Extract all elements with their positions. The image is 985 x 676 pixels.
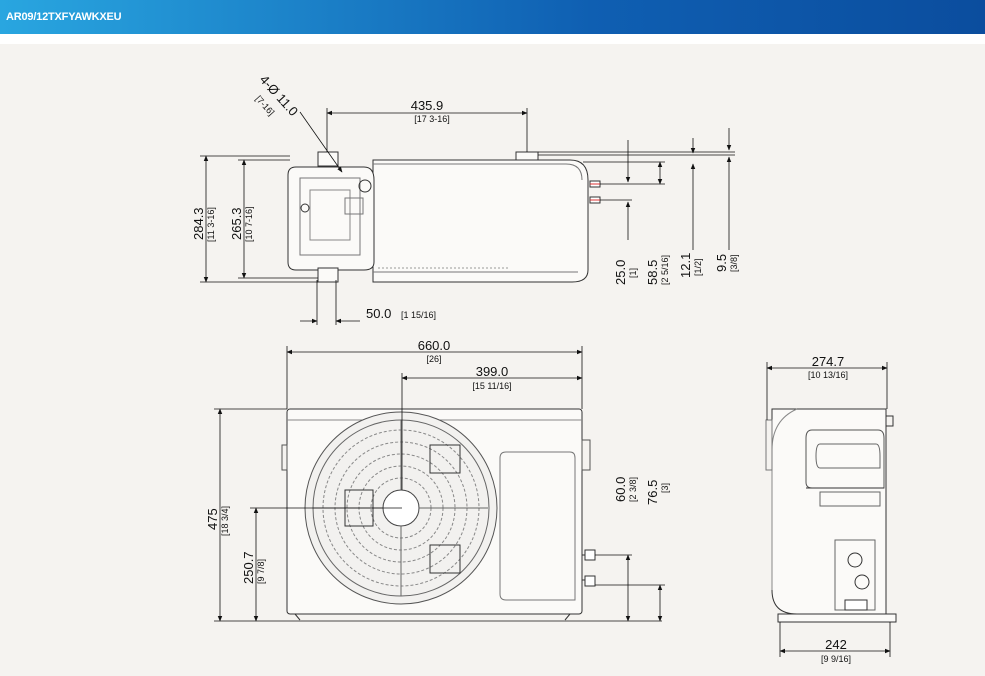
pipe-2-value: 76.5 — [645, 480, 660, 505]
top-height-outer-sub: [11 3-16] — [206, 207, 216, 242]
front-width-value: 660.0 — [418, 338, 451, 353]
pipe-2-sub: [3] — [660, 483, 670, 493]
pipe-1-value: 60.0 — [613, 477, 628, 502]
model-title: AR09/12TXFYAWKXEU — [6, 11, 122, 23]
side-depth-sub: [10 13/16] — [808, 370, 848, 380]
valve-2-sub: [2 5/16] — [660, 255, 670, 285]
valve-3-sub: [1/2] — [693, 258, 703, 276]
top-width-value: 435.9 — [411, 98, 444, 113]
front-height-value: 475 — [205, 508, 220, 530]
valve-1-sub: [1] — [628, 268, 638, 278]
valve-3-value: 12.1 — [678, 253, 693, 278]
front-view — [281, 408, 596, 621]
fan-center-x-sub: [15 11/16] — [472, 381, 511, 391]
side-base-value: 242 — [825, 637, 847, 652]
valve-2-value: 58.5 — [645, 260, 660, 285]
front-view-dimensions — [214, 346, 665, 622]
top-width-sub: [17 3-16] — [414, 114, 450, 124]
front-width-sub: [26] — [426, 354, 441, 364]
side-depth-value: 274.7 — [812, 354, 845, 369]
offset-sub: [1 15/16] — [401, 310, 436, 320]
side-view-dimensions — [766, 362, 891, 657]
side-view-labels: 274.7 [10 13/16] 242 [9 9/16] — [808, 354, 851, 664]
top-view — [287, 151, 601, 283]
side-view — [765, 408, 897, 623]
front-height-sub: [18 3/4] — [220, 506, 230, 536]
top-height-inner-value: 265.3 — [229, 207, 244, 240]
offset-value: 50.0 — [366, 306, 391, 321]
header-separator — [0, 34, 985, 44]
pipe-1-sub: [2 3/8] — [628, 477, 638, 502]
fan-center-y-sub: [9 7/8] — [256, 559, 266, 584]
valve-4-value: 9.5 — [714, 254, 729, 272]
top-height-inner-sub: [10 7-16] — [244, 206, 254, 242]
front-view-labels: 660.0 [26] 399.0 [15 11/16] 475 [18 3/4]… — [205, 338, 670, 584]
side-base-sub: [9 9/16] — [821, 654, 851, 664]
top-height-outer-value: 284.3 — [191, 207, 206, 240]
valve-4-sub: [3/8] — [729, 254, 739, 272]
header-bar: AR09/12TXFYAWKXEU — [0, 0, 985, 34]
fan-center-y-value: 250.7 — [241, 551, 256, 584]
fan-center-x-value: 399.0 — [476, 364, 509, 379]
top-view-dimensions — [200, 108, 735, 325]
valve-1-value: 25.0 — [613, 260, 628, 285]
